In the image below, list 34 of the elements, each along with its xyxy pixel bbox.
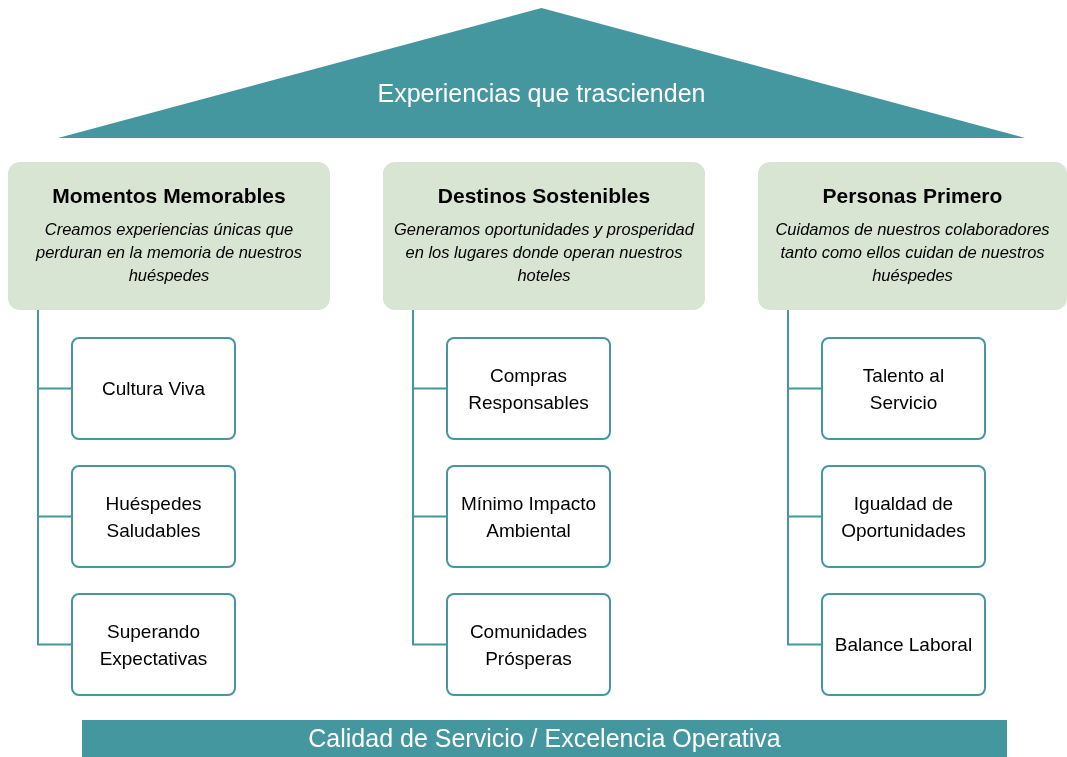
initiative-box	[821, 337, 986, 440]
initiative-box	[446, 337, 611, 440]
initiative-label: Mínimo Impacto Ambiental	[459, 491, 598, 543]
pillar-header-card	[8, 162, 330, 310]
pillar-title: Destinos Sostenibles	[437, 183, 651, 209]
initiative-box	[446, 465, 611, 568]
initiative-label: Talento al Servicio	[861, 363, 946, 415]
initiative-label: Superando Expectativas	[98, 619, 209, 671]
pillar-description: Generamos oportunidades y prosperidad en los lugares donde operan nuestros hoteles	[393, 218, 696, 286]
initiative-label: Balance Laboral	[834, 633, 973, 657]
connector-line	[787, 309, 822, 646]
initiative-box	[446, 593, 611, 696]
pillar-title: Personas Primero	[822, 183, 1003, 209]
initiative-label: Huéspedes Saludables	[104, 491, 203, 543]
pillar-description: Creamos experiencias únicas que perduran en la memoria de nuestros huéspedes	[34, 218, 303, 286]
foundation-label: Calidad de Servicio / Excelencia Operativa	[308, 726, 781, 751]
connector-line	[412, 309, 447, 646]
roof-title: Experiencias que trascienden	[377, 77, 706, 109]
pillar-header-card	[383, 162, 705, 310]
pillar-description: Cuidamos de nuestros colaboradores tanto como ellos cuidan de nuestros huéspedes	[774, 218, 1051, 286]
pillar-header-card	[758, 162, 1067, 310]
foundation-bar	[82, 720, 1007, 757]
initiative-label: Comunidades Prósperas	[468, 619, 589, 671]
pillar-title: Momentos Memorables	[52, 183, 286, 209]
initiative-box	[71, 337, 236, 440]
connector-line	[37, 309, 72, 646]
roof-triangle	[58, 8, 1025, 138]
initiative-box	[71, 593, 236, 696]
initiative-box	[821, 465, 986, 568]
initiative-box	[71, 465, 236, 568]
initiative-label: Igualdad de Oportunidades	[840, 491, 967, 543]
initiative-label: Cultura Viva	[101, 377, 206, 401]
initiative-box	[821, 593, 986, 696]
initiative-label: Compras Responsables	[467, 363, 590, 415]
